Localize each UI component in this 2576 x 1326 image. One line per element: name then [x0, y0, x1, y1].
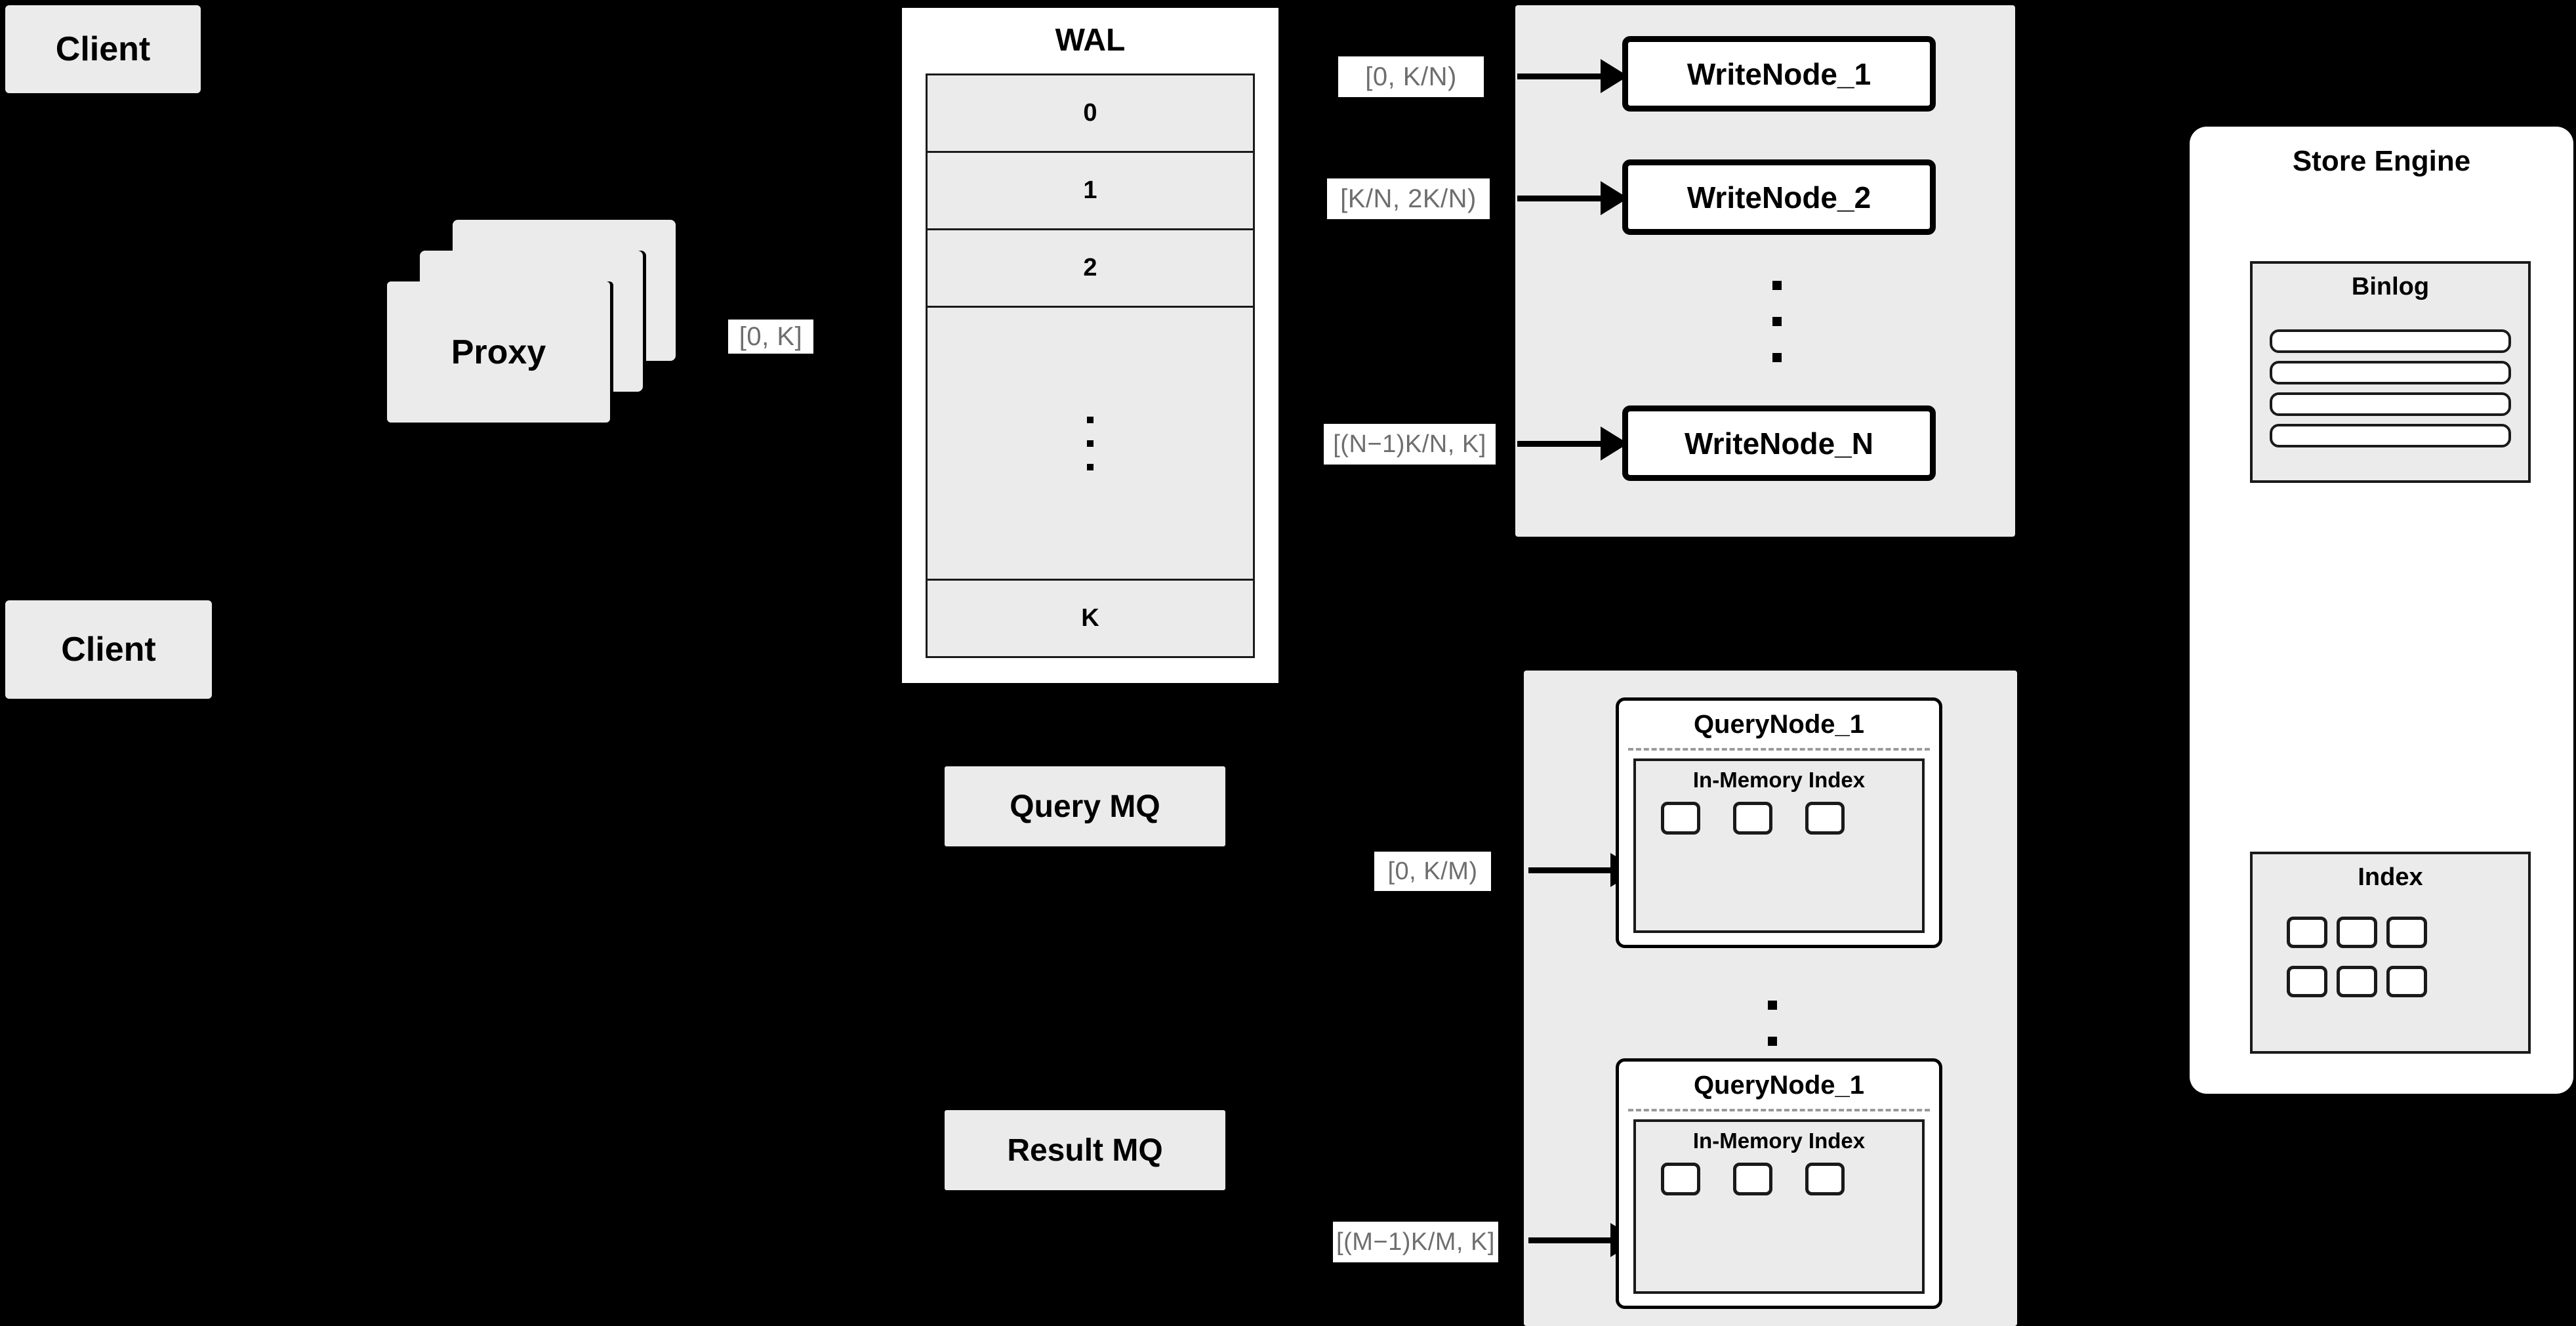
wal-ellipsis-row	[928, 308, 1253, 581]
index-cell	[2337, 966, 2377, 997]
arrow-line-writenode-1	[1517, 73, 1616, 79]
index-cell	[1805, 1163, 1845, 1195]
result-mq-label: Result MQ	[1007, 1132, 1163, 1168]
query-node-1[interactable]: QueryNode_1 In-Memory Index	[1616, 697, 1942, 948]
write-node-range-label-2: [K/N, 2K/N)	[1327, 178, 1490, 219]
result-mq-box[interactable]: Result MQ	[945, 1110, 1225, 1190]
write-node-range-label-n: [(N−1)K/N, K]	[1324, 424, 1496, 465]
query-mq-box[interactable]: Query MQ	[945, 766, 1225, 846]
index-box: Index	[2250, 852, 2531, 1054]
index-cell	[2287, 966, 2327, 997]
wal-row: K	[928, 581, 1253, 656]
write-node-label: WriteNode_2	[1687, 180, 1871, 215]
ellipsis-dot	[1087, 416, 1094, 423]
query-node-label: QueryNode_1	[1693, 1071, 1865, 1100]
proxy-stack[interactable]: Proxy	[380, 213, 682, 430]
wal-row-value: 0	[1083, 99, 1097, 127]
wal-row: 1	[928, 153, 1253, 230]
query-node-m[interactable]: QueryNode_1 In-Memory Index	[1616, 1058, 1942, 1309]
arrow-line-querynode-1	[1528, 867, 1627, 873]
binlog-row	[2270, 361, 2511, 384]
range-text: [0, K/N)	[1365, 62, 1457, 91]
index-cell	[2386, 917, 2427, 948]
ellipsis-dot	[1772, 317, 1782, 326]
index-cell	[2386, 966, 2427, 997]
index-title: Index	[2358, 863, 2423, 891]
arrow-line-index	[2165, 951, 2198, 957]
range-text: [K/N, 2K/N)	[1340, 184, 1477, 213]
binlog-box: Binlog	[2250, 261, 2531, 483]
ellipsis-dot	[1772, 353, 1782, 362]
query-node-divider	[1628, 748, 1930, 751]
index-cell	[1733, 802, 1772, 835]
wal-panel: WAL 0 1 2 K	[897, 3, 1283, 688]
write-node-label: WriteNode_1	[1687, 56, 1871, 91]
wal-table: 0 1 2 K	[926, 73, 1255, 658]
index-cell	[1661, 802, 1700, 835]
arrow-line-writenode-n	[1517, 441, 1616, 447]
query-mq-label: Query MQ	[1010, 789, 1160, 824]
wal-row-value: 1	[1083, 176, 1097, 204]
write-node-1[interactable]: WriteNode_1	[1622, 36, 1936, 112]
wal-row-value: 2	[1083, 254, 1097, 281]
ellipsis-dot	[1772, 281, 1782, 290]
write-node-range-label-1: [0, K/N)	[1338, 56, 1484, 97]
ellipsis-dot	[1768, 1001, 1777, 1010]
ellipsis-dot	[1768, 1037, 1777, 1046]
index-cell	[2287, 917, 2327, 948]
arrow-line-querynode-m	[1528, 1237, 1627, 1243]
binlog-title: Binlog	[2351, 273, 2430, 300]
arrow-line-writenode-2	[1517, 196, 1616, 201]
write-node-label: WriteNode_N	[1685, 426, 1873, 461]
store-engine-title: Store Engine	[2292, 145, 2471, 177]
index-cell	[1661, 1163, 1700, 1195]
client-box-bottom[interactable]: Client	[5, 600, 212, 699]
wal-row-value: K	[1081, 604, 1099, 632]
ellipsis-dot	[1087, 440, 1094, 447]
binlog-row	[2270, 424, 2511, 447]
index-cell	[2337, 917, 2377, 948]
client-label: Client	[55, 30, 151, 68]
range-text: [(M−1)K/M, K]	[1336, 1228, 1495, 1256]
binlog-row	[2270, 392, 2511, 416]
client-box-top[interactable]: Client	[5, 5, 201, 93]
range-text: [(N−1)K/N, K]	[1333, 430, 1486, 458]
index-cell	[1805, 802, 1845, 835]
proxy-range-label: [0, K]	[728, 320, 813, 354]
write-node-n[interactable]: WriteNode_N	[1622, 405, 1936, 481]
query-node-range-label-m: [(M−1)K/M, K]	[1333, 1222, 1498, 1262]
proxy-card-front[interactable]: Proxy	[387, 281, 610, 423]
in-memory-index-title: In-Memory Index	[1692, 768, 1866, 792]
write-node-2[interactable]: WriteNode_2	[1622, 159, 1936, 235]
in-memory-index-box: In-Memory Index	[1633, 758, 1925, 933]
store-engine-panel: Store Engine Binlog Index	[2190, 127, 2573, 1094]
arrow-line-binlog	[2165, 387, 2198, 392]
wal-row: 0	[928, 75, 1253, 153]
client-label: Client	[61, 631, 156, 669]
wal-row: 2	[928, 230, 1253, 308]
proxy-label: Proxy	[451, 333, 546, 371]
range-text: [0, K/M)	[1387, 857, 1478, 885]
index-cell	[1733, 1163, 1772, 1195]
in-memory-index-title: In-Memory Index	[1692, 1129, 1866, 1153]
binlog-row	[2270, 329, 2511, 353]
query-node-range-label-1: [0, K/M)	[1374, 852, 1491, 891]
ellipsis-dot	[1087, 463, 1094, 470]
in-memory-index-box: In-Memory Index	[1633, 1119, 1925, 1294]
query-node-label: QueryNode_1	[1693, 710, 1865, 739]
range-text: [0, K]	[739, 321, 803, 351]
wal-title: WAL	[1055, 23, 1126, 58]
query-node-divider	[1628, 1109, 1930, 1111]
